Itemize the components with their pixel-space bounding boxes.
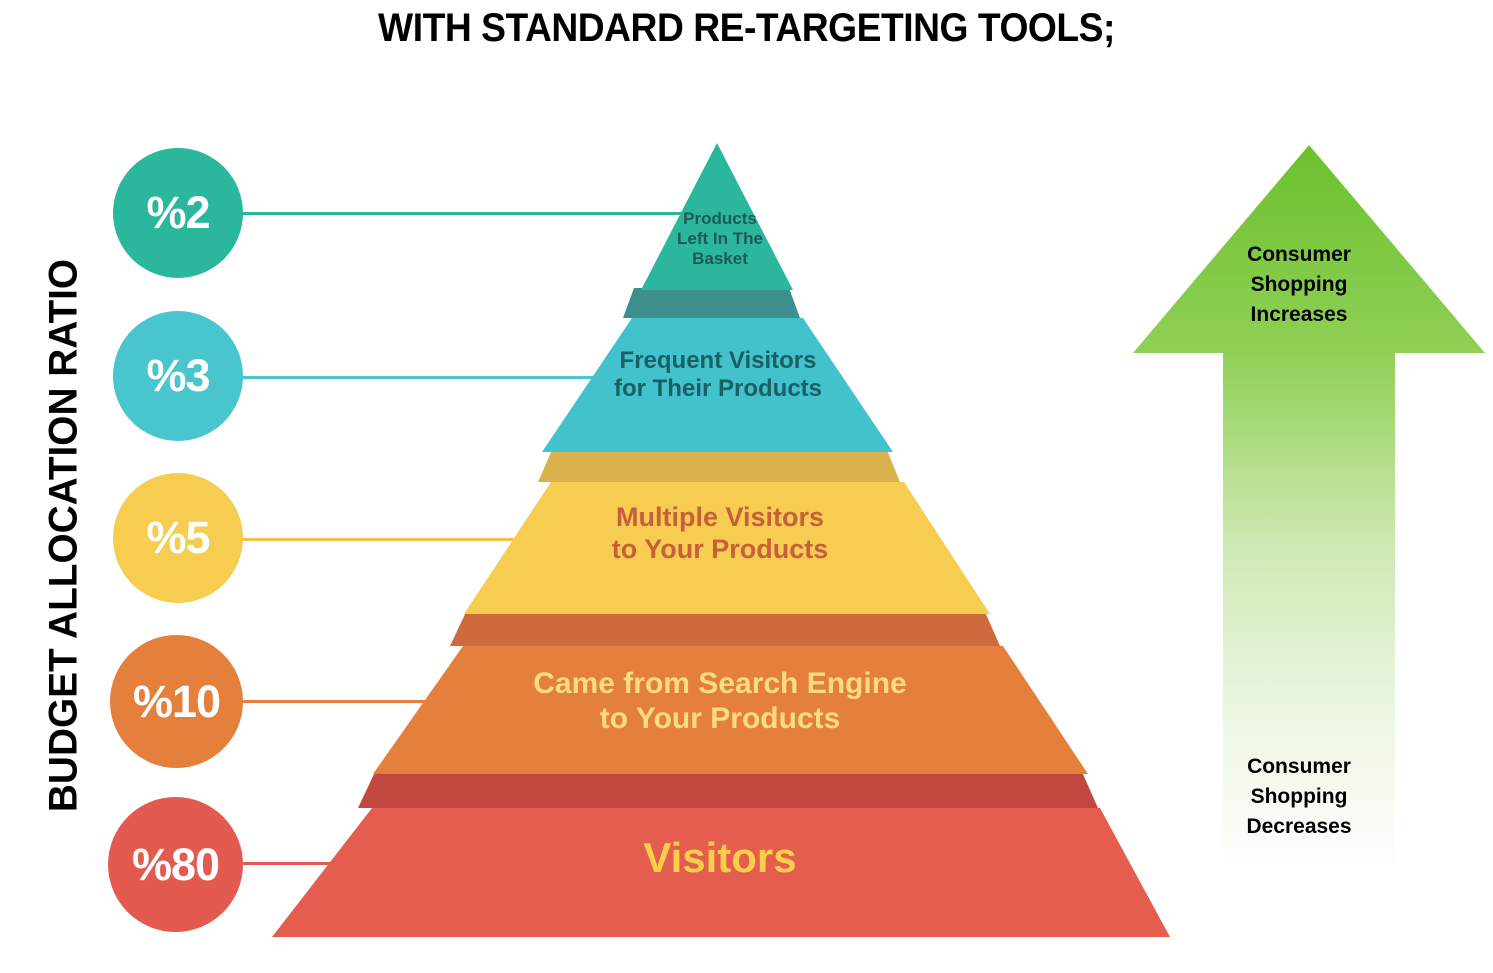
axis-label-budget-allocation-ratio: BUDGET ALLOCATION RATIO (41, 258, 86, 813)
tier-label-2: Frequent Visitors for Their Products (613, 347, 823, 403)
ratio-badge-label: %80 (131, 838, 220, 890)
connector-line-2 (228, 376, 628, 379)
connector-line-3 (228, 538, 563, 541)
ratio-badge-3[interactable]: %5 (113, 473, 243, 603)
ratio-badge-label: %3 (146, 350, 210, 401)
connector-line-1 (228, 212, 688, 215)
page-title: WITH STANDARD RE-TARGETING TOOLS; (378, 6, 1115, 50)
tier-label-5: Visitors (643, 834, 797, 881)
tier-shadow-2 (538, 450, 900, 482)
tier-shadow-1 (623, 288, 800, 318)
ratio-badge-4[interactable]: %10 (110, 635, 243, 768)
consumer-shopping-arrow (1133, 145, 1485, 878)
connector-line-5 (228, 862, 378, 865)
tier-shadow-4 (358, 772, 1098, 808)
ratio-badge-1[interactable]: %2 (113, 148, 243, 278)
ratio-badge-label: %5 (146, 512, 210, 563)
ratio-badge-label: %10 (132, 675, 221, 727)
arrow-bottom-text: Consumer Shopping Decreases (1246, 755, 1352, 838)
ratio-badge-2[interactable]: %3 (113, 311, 243, 441)
tier-shadow-3 (450, 612, 1000, 646)
arrow-shape (1133, 145, 1485, 878)
ratio-badge-label: %2 (146, 187, 210, 238)
tier-label-3: Multiple Visitors to Your Products (611, 502, 829, 564)
connector-line-4 (228, 700, 468, 703)
ratio-badge-5[interactable]: %80 (108, 797, 243, 932)
tier-label-4: Came from Search Engine to Your Products (533, 667, 907, 736)
tier-label-1: Products Left In The Basket (677, 209, 763, 269)
arrow-top-text: Consumer Shopping Increases (1247, 243, 1351, 326)
